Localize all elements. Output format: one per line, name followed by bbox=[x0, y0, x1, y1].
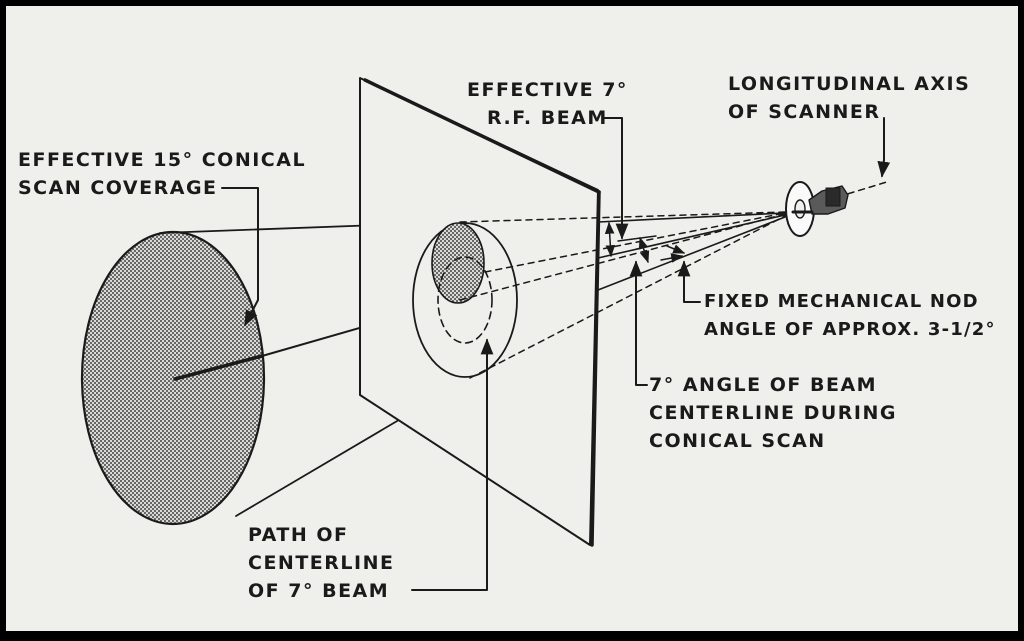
rf-beam-tick bbox=[617, 235, 657, 242]
conical-coverage-disc bbox=[80, 230, 266, 526]
label-beam-centerline-angle-line1: 7° ANGLE OF BEAM bbox=[649, 374, 878, 396]
label-longitudinal-axis-line2: OF SCANNER bbox=[728, 101, 881, 123]
label-path-of-centerline-line3: OF 7° BEAM bbox=[248, 580, 390, 602]
scanner-line-a bbox=[597, 212, 786, 223]
dashed-centerline bbox=[459, 213, 786, 301]
scanner-motor bbox=[825, 187, 841, 207]
label-path-of-centerline: PATH OF CENTERLINE OF 7° BEAM bbox=[248, 521, 394, 605]
label-nod-angle: FIXED MECHANICAL NOD ANGLE OF APPROX. 3-… bbox=[704, 288, 996, 344]
leader-path-of-centerline bbox=[411, 338, 494, 591]
rf-beam-spot bbox=[431, 222, 485, 304]
nod-angle-arrow-b bbox=[660, 253, 684, 263]
plane-top-edge bbox=[363, 78, 601, 194]
label-beam-centerline-angle-line3: CONICAL SCAN bbox=[649, 430, 826, 452]
leader-beam-centerline-angle bbox=[629, 260, 648, 386]
centerline-scan-path bbox=[437, 256, 493, 344]
label-longitudinal-axis-line1: LONGITUDINAL AXIS bbox=[728, 73, 971, 95]
label-conical-coverage-line2: SCAN COVERAGE bbox=[18, 177, 218, 199]
label-rf-beam: EFFECTIVE 7° R.F. BEAM bbox=[467, 76, 628, 132]
label-longitudinal-axis: LONGITUDINAL AXIS OF SCANNER bbox=[728, 70, 970, 126]
label-beam-centerline-angle: 7° ANGLE OF BEAM CENTERLINE DURING CONIC… bbox=[649, 371, 897, 455]
label-conical-coverage: EFFECTIVE 15° CONICAL SCAN COVERAGE bbox=[18, 146, 306, 202]
label-conical-coverage-line1: EFFECTIVE 15° CONICAL bbox=[18, 149, 307, 171]
label-rf-beam-line1: EFFECTIVE 7° bbox=[467, 79, 628, 101]
label-path-of-centerline-line2: CENTERLINE bbox=[248, 552, 395, 574]
beam-centerline-angle-arc bbox=[638, 236, 650, 264]
leader-longitudinal-axis bbox=[877, 117, 891, 178]
rf-beam-angle-arc bbox=[604, 221, 616, 258]
dashed-beam-line bbox=[484, 212, 786, 273]
scanner-line-c bbox=[597, 216, 786, 291]
dashed-lower-line bbox=[469, 215, 786, 379]
label-nod-angle-line1: FIXED MECHANICAL NOD bbox=[704, 291, 979, 312]
nod-angle-arrow-a bbox=[666, 244, 686, 254]
label-path-of-centerline-line1: PATH OF bbox=[248, 524, 349, 546]
leader-conical-coverage bbox=[221, 187, 259, 327]
disc-centerline bbox=[173, 354, 264, 381]
leader-rf-beam bbox=[602, 117, 629, 240]
scanner-line-b bbox=[597, 214, 786, 259]
scanner-dish-center bbox=[794, 199, 806, 219]
plane-right-edge bbox=[590, 190, 601, 547]
leader-nod-angle bbox=[677, 260, 701, 303]
label-beam-centerline-angle-line2: CENTERLINE DURING bbox=[649, 402, 897, 424]
label-nod-angle-line2: ANGLE OF APPROX. 3-1/2° bbox=[704, 319, 996, 340]
label-rf-beam-line2: R.F. BEAM bbox=[487, 107, 608, 129]
